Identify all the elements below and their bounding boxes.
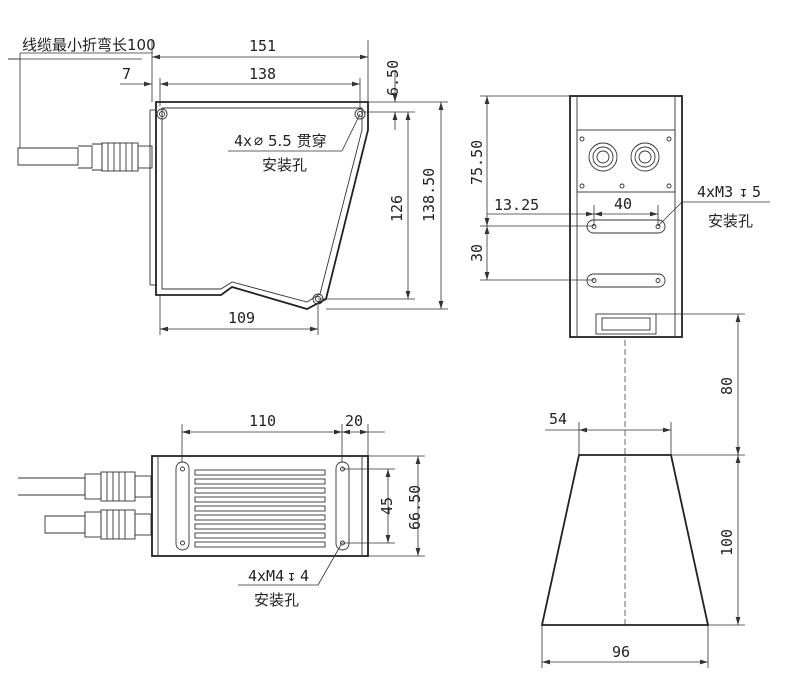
- dim-near-width: 54: [549, 410, 567, 428]
- dim-bottom-width: 66.50: [406, 485, 424, 530]
- dim-hole-spacing: 138: [249, 65, 276, 83]
- dim-overall-height: 138.50: [420, 168, 438, 222]
- dim-height-holes: 126: [388, 195, 406, 222]
- dim-slot-length: 40: [614, 195, 632, 213]
- laser-window: [595, 313, 657, 335]
- dim-bottom-length: 109: [228, 309, 255, 327]
- bottom-view: 110 20 45 66.50 4xM4 ↧ 4 安装孔: [18, 412, 425, 609]
- mount-slot-upper: [586, 219, 666, 234]
- side-view: 线缆最小折弯长100 151 7 138 6.50 126 138.50: [8, 36, 448, 335]
- mount-slot-lower: [586, 273, 666, 288]
- dim-end-offset: 20: [345, 412, 363, 430]
- thread-note-label: 安装孔: [708, 212, 753, 230]
- connector-right: [630, 142, 660, 172]
- bottom-thread-qty: 4xM4: [248, 567, 284, 585]
- cable-bend-note: 线缆最小折弯长100: [22, 36, 156, 54]
- dim-offset: 7: [122, 65, 131, 83]
- dim-bottom-hole-pitch: 45: [378, 497, 396, 515]
- dim-range: 100: [718, 529, 736, 556]
- dim-slot-spacing: 30: [468, 244, 486, 262]
- side-view-mount-hole: [156, 108, 168, 120]
- bottom-view-body: [151, 455, 369, 557]
- bottom-slot-left: [175, 461, 190, 551]
- bottom-view-cable-upper: [18, 471, 152, 502]
- bottom-thread-label: 安装孔: [254, 591, 299, 609]
- dim-standoff: 80: [718, 377, 736, 395]
- diameter-symbol: ⌀: [254, 132, 263, 150]
- side-view-body: [155, 101, 369, 310]
- bottom-view-cable-lower: [44, 509, 152, 540]
- dim-bottom-hole-spacing: 110: [249, 412, 276, 430]
- depth-symbol: ↧: [739, 183, 748, 201]
- hole-note-value: 5.5 贯穿: [268, 132, 327, 150]
- connector-panel: [576, 129, 676, 193]
- thread-depth: 5: [752, 183, 761, 201]
- bottom-slot-right: [335, 461, 350, 551]
- thread-note-qty: 4xM3: [697, 183, 733, 201]
- bottom-depth-symbol: ↧: [287, 567, 296, 585]
- dim-overall-length: 151: [249, 37, 276, 55]
- front-view: 75.50 30 13.25 40 4xM3 ↧ 5 安装孔: [468, 95, 770, 338]
- front-view-body: [569, 95, 683, 338]
- connector-left: [588, 142, 618, 172]
- hole-note-label: 安装孔: [262, 156, 307, 174]
- heatsink-fins: [194, 469, 326, 548]
- dim-far-width: 96: [612, 643, 630, 661]
- bottom-thread-depth: 4: [300, 567, 309, 585]
- dim-slot-offset: 13.25: [494, 196, 539, 214]
- dim-hole-offset: 6.50: [384, 60, 402, 96]
- side-view-mount-hole: [354, 108, 366, 120]
- side-view-cable: [17, 142, 153, 172]
- laser-field: 80 54 100 96: [540, 313, 745, 668]
- hole-note-qty: 4x: [234, 132, 252, 150]
- dim-window-height: 75.50: [468, 140, 486, 185]
